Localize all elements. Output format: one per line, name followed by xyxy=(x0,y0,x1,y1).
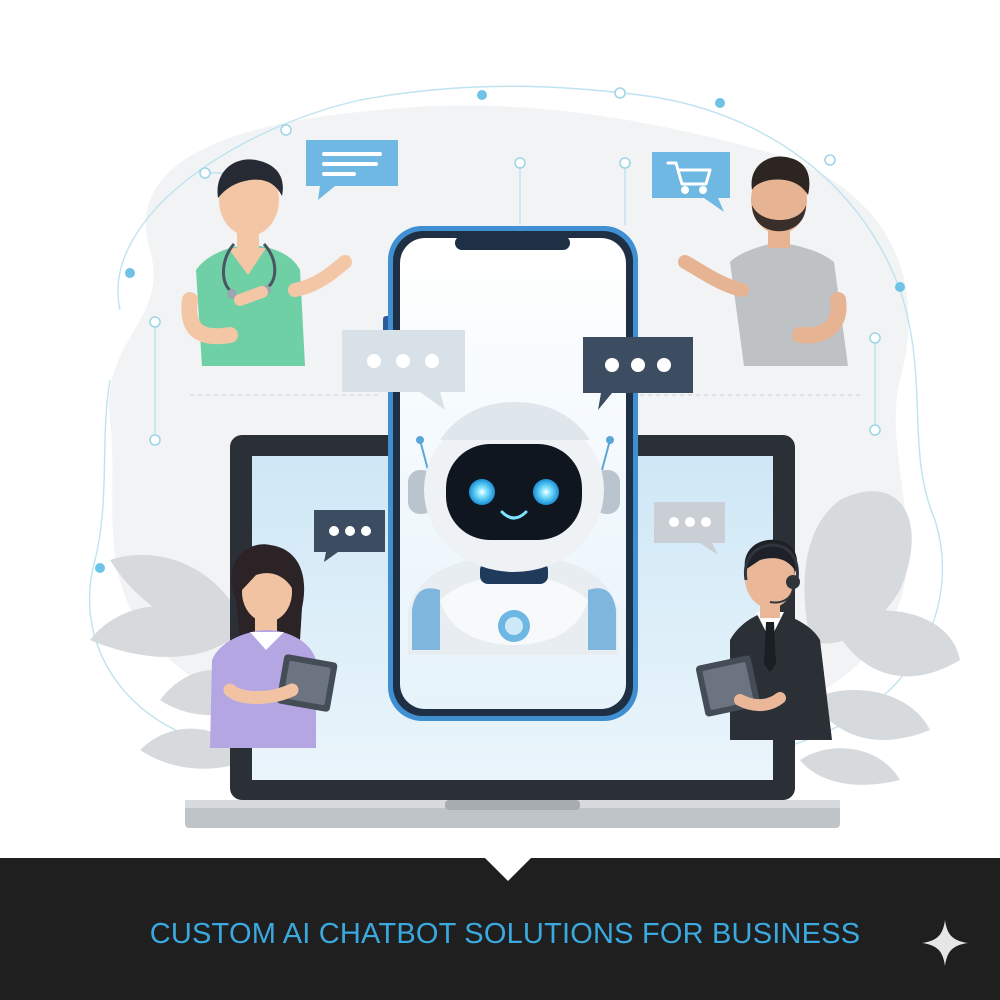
caption-notch xyxy=(484,857,532,881)
typing-dots-icon xyxy=(605,358,671,372)
chat-bubble-typing-light xyxy=(342,330,465,410)
plant-right xyxy=(800,491,960,785)
typing-dots-icon xyxy=(367,354,439,368)
chat-bubble-typing-small-left xyxy=(314,510,385,562)
person-support-agent xyxy=(695,539,832,740)
person-doctor xyxy=(181,159,352,366)
person-customer xyxy=(678,156,848,366)
person-woman-tablet xyxy=(210,544,338,748)
shopping-cart-icon xyxy=(666,161,712,194)
chat-bubble-message-lines xyxy=(306,140,398,200)
typing-dots-icon xyxy=(329,526,371,536)
caption-banner: CUSTOM AI CHATBOT SOLUTIONS FOR BUSINESS xyxy=(0,857,1000,1000)
network-dots xyxy=(95,90,940,655)
chat-bubble-cart xyxy=(652,152,730,212)
chatbot-illustration xyxy=(88,85,960,828)
sparkle-icon xyxy=(922,920,968,966)
caption-text: CUSTOM AI CHATBOT SOLUTIONS FOR BUSINESS xyxy=(149,918,861,950)
chat-bubble-typing-small-right xyxy=(654,502,725,555)
typing-dots-icon xyxy=(669,517,711,527)
chat-bubble-typing-dark xyxy=(583,337,693,410)
robot-avatar xyxy=(408,402,620,655)
